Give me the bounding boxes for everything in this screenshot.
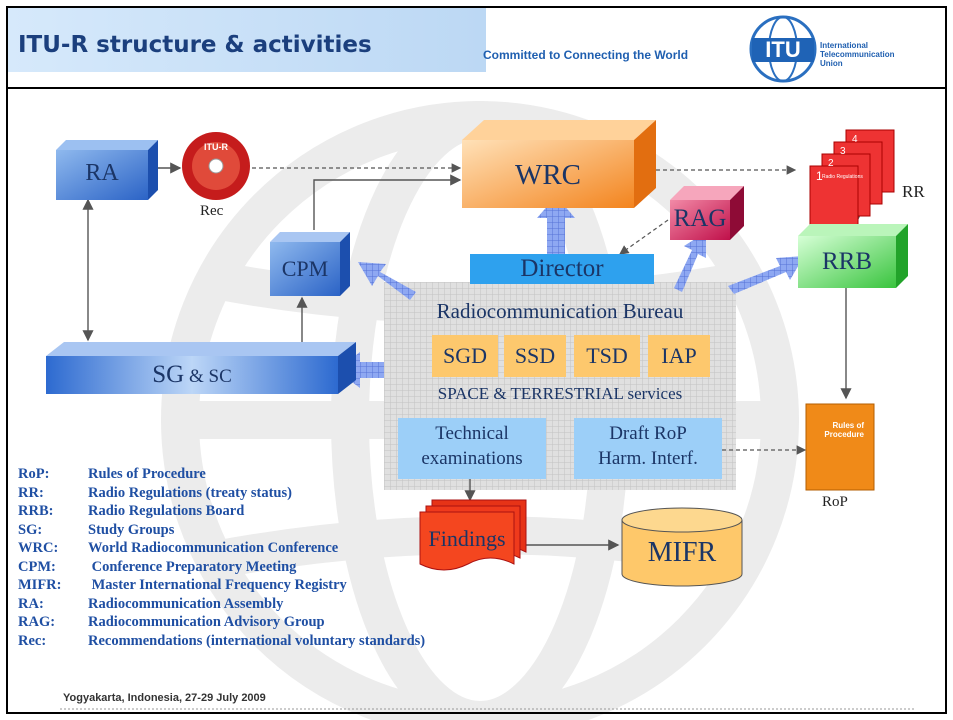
legend-term: MIFR: <box>18 577 62 593</box>
bureau-to-wrc-block-arrow <box>537 196 575 254</box>
legend-item: Rec: Recommendations (international volun… <box>18 633 425 652</box>
director-label: Director <box>520 255 604 282</box>
director-box[interactable] <box>470 254 654 284</box>
rop-book-title: Rules of <box>832 421 864 430</box>
legend-item: MIFR: Master International Frequency Reg… <box>18 577 425 596</box>
bureau-to-rrb-block-arrow <box>728 256 804 294</box>
logo-text-line: Telecommunication <box>820 50 895 59</box>
legend-term: WRC: <box>18 540 59 556</box>
rr-books-icon: 4 3 2 1 Radio Regulations <box>809 129 895 229</box>
draft-rop-line: Draft RoP <box>609 423 687 444</box>
dept-tsd[interactable]: TSD <box>574 335 640 377</box>
rop-book-title: Procedure <box>824 430 864 439</box>
rr-book-number: 4 <box>852 134 858 145</box>
legend-definition: World Radiocommunication Conference <box>88 540 339 556</box>
rop-label: RoP <box>822 494 848 510</box>
wrc-box[interactable] <box>462 140 634 208</box>
legend-item: RA: Radiocommunication Assembly <box>18 596 425 615</box>
abbreviation-legend: RoP: Rules of Procedure RR: Radio Regulati… <box>18 466 425 651</box>
legend-definition: Radio Regulations Board <box>88 503 245 519</box>
dept-sgd[interactable]: SGD <box>432 335 498 377</box>
rr-book-number: 2 <box>828 158 834 169</box>
logo-text: International Telecommunication Union <box>820 41 895 68</box>
findings-documents-icon <box>419 499 527 571</box>
tagline: Committed to Connecting the World <box>483 48 689 62</box>
legend-term: RR: <box>18 484 44 501</box>
legend-term: RA: <box>18 595 44 612</box>
bureau-to-cpm-block-arrow <box>358 262 416 300</box>
sg-sc-label: SG & SC <box>46 361 338 389</box>
legend-definition: Study Groups <box>88 521 175 538</box>
legend-item: RoP: Rules of Procedure <box>18 466 425 485</box>
draft-rop-line: Harm. Interf. <box>598 448 698 469</box>
rag-label: RAG <box>673 205 727 232</box>
legend-item: CPM: Conference Preparatory Meeting <box>18 559 425 578</box>
rr-book-title: Radio Regulations <box>822 174 863 180</box>
rrb-box[interactable] <box>798 236 896 288</box>
sg-sc-box[interactable] <box>46 356 338 394</box>
itu-logo-icon: ITU <box>749 15 817 83</box>
rrb-label: RRB <box>821 248 873 275</box>
mifr-database-icon <box>621 507 743 587</box>
legend-definition: Master International Frequency Registry <box>88 577 347 593</box>
ra-label: RA <box>85 160 119 186</box>
legend-definition: Radio Regulations (treaty status) <box>88 484 292 501</box>
rop-book-icon: Rules of Procedure <box>805 403 875 491</box>
rec-label: Rec <box>200 203 224 219</box>
findings-label: Findings <box>428 526 506 551</box>
legend-term: RRB: <box>18 503 54 519</box>
mifr-label: MIFR <box>647 537 717 568</box>
legend-term: SG: <box>18 521 43 538</box>
wrc-label: WRC <box>514 159 582 191</box>
draft-rop-box[interactable]: Draft RoP Harm. Interf. <box>574 418 722 479</box>
legend-definition: Recommendations (international voluntary… <box>88 632 426 649</box>
legend-item: SG: Study Groups <box>18 522 425 541</box>
legend-item: RR: Radio Regulations (treaty status) <box>18 485 425 504</box>
bureau-to-rag-block-arrow <box>674 232 706 292</box>
footer-location-date: Yogyakarta, Indonesia, 27-29 July 2009 <box>63 692 266 704</box>
legend-item: RRB: Radio Regulations Board <box>18 503 425 522</box>
bureau-title: Radiocommunication Bureau <box>436 299 684 323</box>
cpm-label: CPM <box>281 256 329 281</box>
rr-book-number: 1 <box>816 169 823 183</box>
dept-ssd[interactable]: SSD <box>504 335 566 377</box>
rr-book-number: 3 <box>840 146 846 157</box>
legend-term: RAG: <box>18 614 56 630</box>
title-bar <box>8 8 486 72</box>
legend-definition: Radiocommunication Assembly <box>88 595 284 612</box>
rag-box[interactable] <box>670 200 730 240</box>
legend-item: RAG: Radiocommunication Advisory Group <box>18 614 425 633</box>
logo-text-line: International <box>820 41 869 50</box>
technical-line: Technical <box>435 423 509 444</box>
legend-term: CPM: <box>18 558 56 575</box>
page-title: ITU-R structure & activities <box>18 32 372 58</box>
legend-item: WRC: World Radiocommunication Conference <box>18 540 425 559</box>
dept-iap[interactable]: IAP <box>648 335 710 377</box>
rec-cd-title: ITU-R <box>204 142 228 152</box>
legend-definition: Radiocommunication Advisory Group <box>88 614 325 630</box>
logo-mark: ITU <box>765 37 800 62</box>
technical-line: examinations <box>421 448 523 469</box>
legend-definition: Conference Preparatory Meeting <box>88 558 297 575</box>
services-label: SPACE & TERRESTRIAL services <box>437 384 683 403</box>
legend-term: Rec: <box>18 632 47 649</box>
legend-term: RoP: <box>18 466 50 482</box>
rr-label: RR <box>902 182 925 201</box>
logo-text-line: Union <box>820 59 843 68</box>
sg-label: SG <box>152 361 185 388</box>
rag-to-director-dashed-arrow <box>619 219 669 255</box>
technical-examinations-box[interactable]: Technical examinations <box>398 418 546 479</box>
ra-box[interactable] <box>56 150 148 200</box>
sc-label: & SC <box>184 366 232 387</box>
cpm-to-wrc-arrow <box>313 174 462 230</box>
legend-definition: Rules of Procedure <box>88 466 206 482</box>
cpm-box[interactable] <box>270 242 340 296</box>
